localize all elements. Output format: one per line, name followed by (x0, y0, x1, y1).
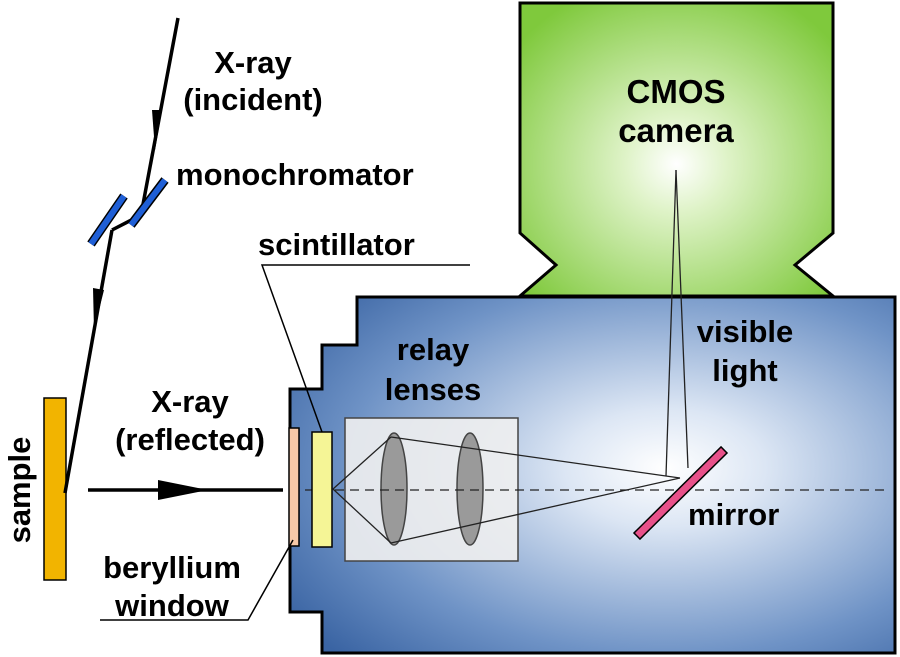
label-xray-reflected-1: X-ray (151, 384, 229, 419)
detector-housing (288, 295, 897, 655)
xray-to-sample-arrowhead (93, 288, 104, 330)
label-beryllium-2: window (114, 588, 230, 623)
monochromator-crystals (87, 177, 169, 247)
relay-lens-2 (456, 432, 484, 546)
xray-incident-arrowhead (152, 110, 162, 150)
label-relay-1: relay (397, 332, 470, 367)
label-visible-2: light (712, 353, 777, 388)
label-cmos-1: CMOS (627, 73, 726, 110)
label-xray-incident-1: X-ray (214, 45, 292, 80)
leader-lines (100, 264, 470, 621)
relay-lens-1 (380, 432, 408, 546)
label-sample: sample (2, 437, 37, 544)
label-mirror: mirror (688, 497, 779, 532)
label-monochromator: monochromator (176, 157, 414, 192)
label-beryllium-1: beryllium (103, 550, 241, 585)
cmos-camera-body (515, 1, 838, 298)
label-scintillator: scintillator (258, 227, 415, 262)
label-xray-incident-2: (incident) (183, 82, 323, 117)
label-xray-reflected-2: (reflected) (115, 422, 265, 457)
xray-reflected-arrowhead (158, 480, 208, 500)
scintillator (311, 431, 333, 548)
label-visible-1: visible (697, 314, 794, 349)
label-relay-2: lenses (385, 372, 482, 407)
optical-rays (332, 169, 689, 544)
beryllium-window (288, 427, 300, 547)
label-cmos-2: camera (618, 112, 734, 149)
sample (43, 397, 67, 581)
mirror-fill (635, 448, 726, 538)
xray-to-sample-beam (63, 229, 114, 494)
